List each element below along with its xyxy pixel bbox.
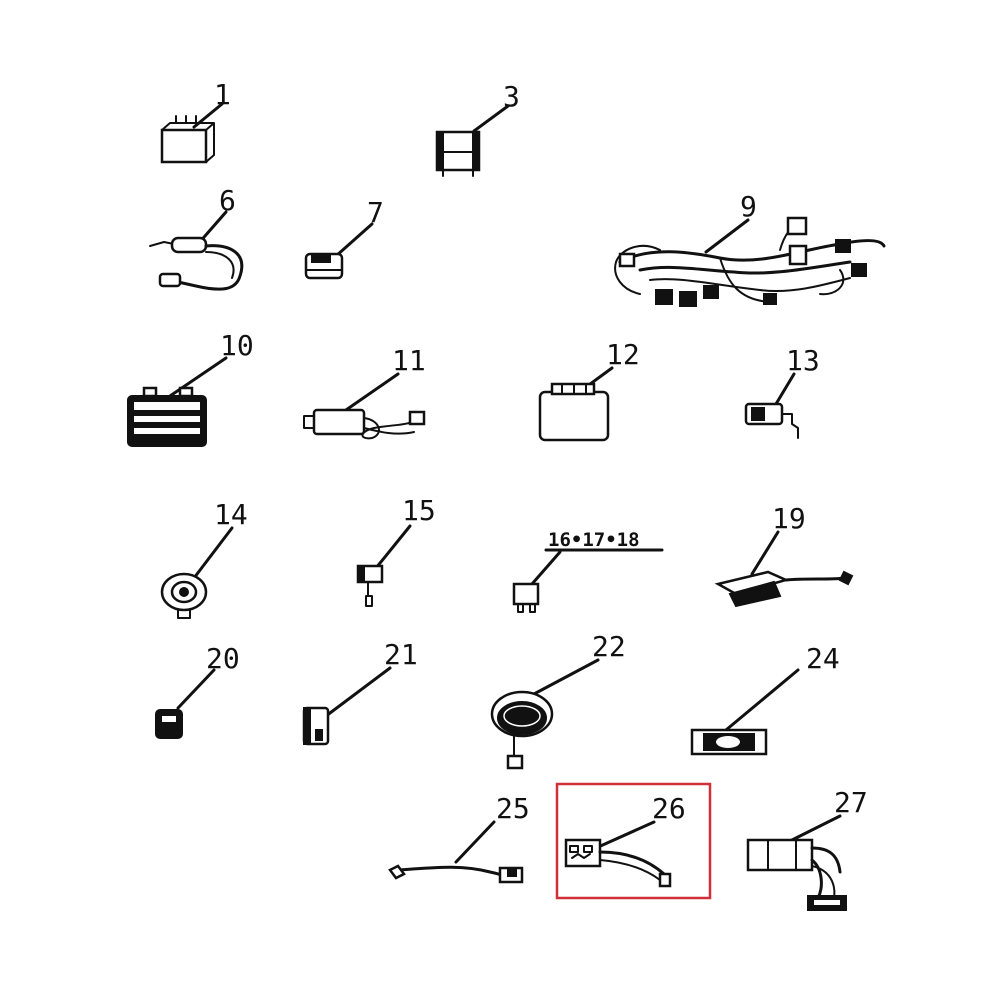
part-27-regulator[interactable]: 27 bbox=[746, 786, 868, 911]
part-7-connector[interactable]: 7 bbox=[304, 196, 384, 280]
part-9-label: 9 bbox=[740, 190, 757, 223]
part-16-17-18-label: 16•17•18 bbox=[548, 529, 640, 551]
part-26-highlight-box bbox=[555, 782, 712, 900]
part-24-label: 24 bbox=[806, 642, 840, 675]
part-11-label: 11 bbox=[392, 344, 426, 377]
part-25-sensor-cable[interactable]: 25 bbox=[388, 792, 530, 884]
part-25-label: 25 bbox=[496, 792, 530, 825]
part-14-label: 14 bbox=[214, 498, 248, 531]
part-21-connector[interactable]: 21 bbox=[302, 638, 418, 746]
part-19-label: 19 bbox=[772, 502, 806, 535]
part-11-ignition-coil[interactable]: 11 bbox=[303, 344, 426, 440]
part-9-wiring-harness[interactable]: 9 bbox=[614, 190, 886, 307]
part-10-label: 10 bbox=[220, 329, 254, 362]
part-21-label: 21 bbox=[384, 638, 418, 671]
part-26-wire-assembly[interactable]: 26 bbox=[555, 782, 712, 900]
part-1-relay[interactable]: 1 bbox=[160, 78, 231, 164]
part-1-label: 1 bbox=[214, 78, 231, 111]
part-20-label: 20 bbox=[206, 642, 240, 675]
part-15-label: 15 bbox=[402, 494, 436, 527]
part-6-fuse-holder[interactable]: 6 bbox=[149, 184, 244, 291]
part-19-sensor-lead[interactable]: 19 bbox=[714, 502, 854, 608]
part-27-label: 27 bbox=[834, 786, 868, 819]
part-26-label: 26 bbox=[652, 792, 686, 825]
part-22-label: 22 bbox=[592, 630, 626, 663]
part-16-17-18-fuse[interactable]: 16•17•18 bbox=[512, 529, 664, 613]
part-12-cdi-unit[interactable]: 12 bbox=[538, 338, 640, 442]
part-20-connector[interactable]: 20 bbox=[155, 642, 240, 739]
part-24-switch-plate[interactable]: 24 bbox=[690, 642, 840, 756]
part-6-label: 6 bbox=[219, 184, 236, 217]
part-13-switch[interactable]: 13 bbox=[744, 344, 820, 439]
part-7-label: 7 bbox=[367, 196, 384, 229]
part-22-horn[interactable]: 22 bbox=[490, 630, 626, 770]
part-13-label: 13 bbox=[786, 344, 820, 377]
part-14-ignition-switch[interactable]: 14 bbox=[160, 498, 248, 619]
part-3-relay[interactable]: 3 bbox=[435, 80, 520, 177]
part-15-sensor[interactable]: 15 bbox=[356, 494, 436, 607]
part-12-label: 12 bbox=[606, 338, 640, 371]
part-10-battery[interactable]: 10 bbox=[127, 329, 254, 447]
